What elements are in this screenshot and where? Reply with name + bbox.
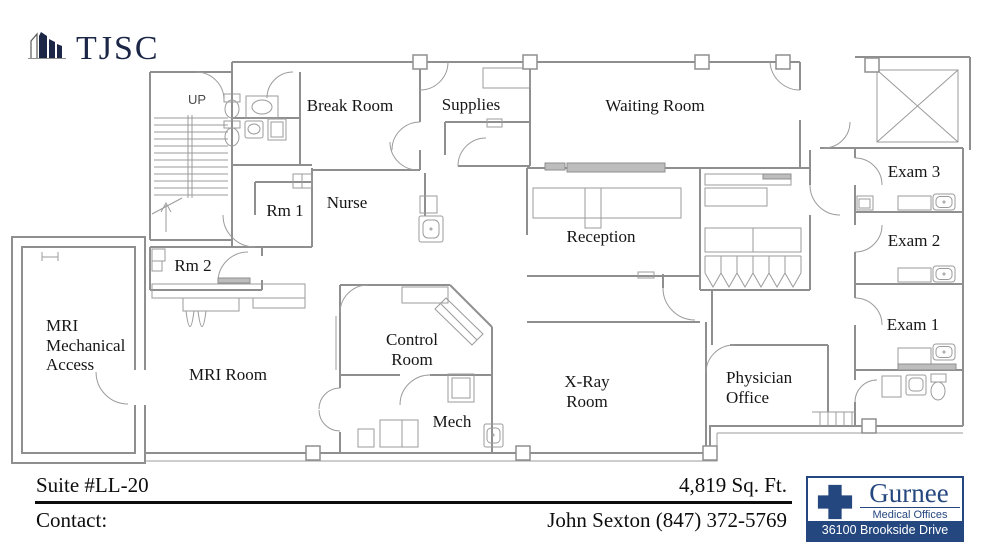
columns <box>305 54 880 461</box>
gurnee-name: Gurnee <box>869 478 949 508</box>
room-label-reception: Reception <box>566 227 636 246</box>
footer-divider <box>35 501 792 504</box>
room-label-mech: Mech <box>432 412 472 431</box>
fixtures <box>41 67 963 462</box>
medical-cross-icon <box>817 484 853 520</box>
room-label-exam-2: Exam 2 <box>887 231 941 250</box>
counters <box>217 162 957 371</box>
room-label-up: UP <box>187 92 207 107</box>
suite-number: Suite #LL-20 <box>36 473 149 497</box>
gurnee-logo: Gurnee Medical Offices 36100 Brookside D… <box>806 476 964 542</box>
room-label-control-room: Control Room <box>386 330 438 369</box>
mri-access-door-opening <box>127 370 149 405</box>
room-label-exam-3: Exam 3 <box>887 162 941 181</box>
area-sqft: 4,819 Sq. Ft. <box>679 473 787 497</box>
contact-name-phone: John Sexton (847) 372-5769 <box>547 508 787 532</box>
room-label-waiting-room: Waiting Room <box>605 96 705 115</box>
room-label-mri-mechanical-access: MRI Mechanical Access <box>46 316 126 375</box>
contact-label: Contact: <box>36 508 108 532</box>
room-label-nurse: Nurse <box>326 193 368 212</box>
tjsc-logo: TJSC <box>28 28 160 66</box>
building-icon <box>28 32 66 59</box>
room-label-exam-1: Exam 1 <box>886 315 940 334</box>
room-label-rm-2: Rm 2 <box>174 256 212 275</box>
gurnee-tagline: Medical Offices <box>860 507 960 522</box>
room-label-supplies: Supplies <box>441 95 501 114</box>
gurnee-address: 36100 Brookside Drive <box>808 521 962 540</box>
room-label-physician-office: Physician Office <box>726 368 793 407</box>
room-label-x-ray-room: X-Ray Room <box>564 372 610 411</box>
room-label-rm-1: Rm 1 <box>266 201 304 220</box>
tjsc-logo-text: TJSC <box>76 30 160 67</box>
room-label-break-room: Break Room <box>306 96 394 115</box>
room-label-mri-room: MRI Room <box>189 365 267 384</box>
door-arcs <box>95 61 883 432</box>
